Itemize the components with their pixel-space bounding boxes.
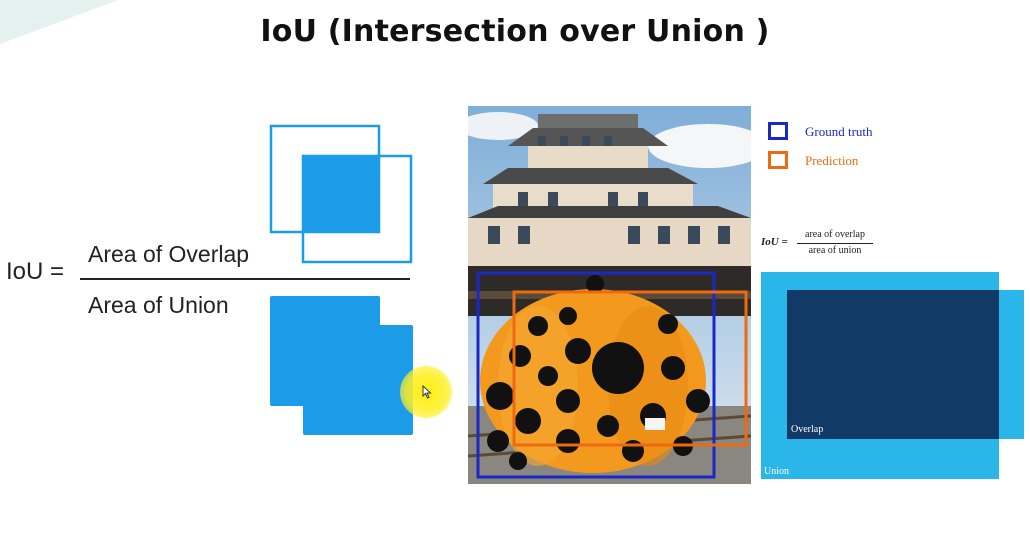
page-title: IoU (Intersection over Union ) [260, 14, 770, 49]
overlap-label: Overlap [791, 424, 824, 435]
overlap-region [303, 156, 379, 232]
prediction-legend-swatch [768, 151, 788, 169]
example-photo [468, 106, 751, 484]
union-illustration [270, 296, 413, 435]
overlap-illustration [269, 124, 413, 264]
overlap-region-diagram [787, 290, 999, 439]
formula-iou-label: IoU = [6, 258, 65, 285]
union-box-b [303, 325, 413, 435]
formula-fraction-bar [80, 278, 410, 280]
small-formula-fraction-bar [797, 243, 873, 244]
ground-truth-legend-label: Ground truth [805, 124, 873, 139]
small-formula-denominator: area of union [808, 245, 862, 256]
ground-truth-box [476, 271, 716, 479]
small-formula-iou-label: IoU = [761, 236, 788, 248]
prediction-legend-label: Prediction [805, 153, 859, 168]
ground-truth-legend-swatch [768, 122, 788, 140]
formula-numerator: Area of Overlap [88, 241, 250, 267]
pumpkin [480, 275, 710, 473]
formula-denominator: Area of Union [88, 292, 229, 318]
cursor-icon [422, 385, 432, 399]
prediction-box [512, 290, 748, 447]
union-region-extension [999, 290, 1024, 439]
union-label: Union [764, 466, 789, 477]
small-formula-numerator: area of overlap [805, 229, 865, 240]
corner-decoration [0, 0, 118, 44]
